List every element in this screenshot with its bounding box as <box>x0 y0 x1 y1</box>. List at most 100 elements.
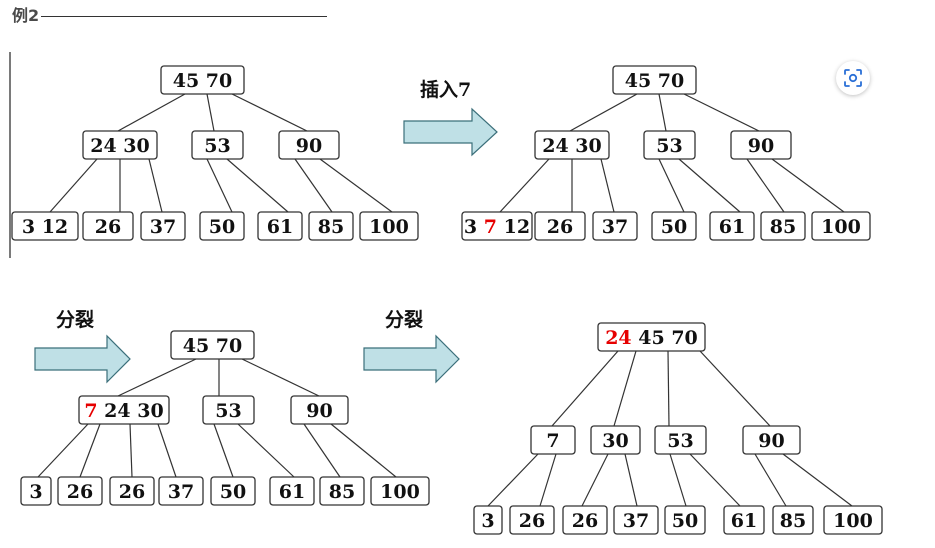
node-key: 85 <box>329 481 355 503</box>
tree-edge <box>294 158 333 213</box>
node-keys: 53 <box>656 135 682 157</box>
tree-edge <box>771 158 845 213</box>
btree-node: 90 <box>290 395 349 425</box>
node-keys: 90 <box>306 400 332 422</box>
btree-node: 53 <box>191 130 244 160</box>
btree-node: 30 <box>590 425 641 455</box>
tree-edge <box>782 453 853 507</box>
btree-node: 100 <box>823 505 883 535</box>
node-keys: 26 <box>519 510 545 532</box>
node-box <box>319 476 365 506</box>
node-key: 30 <box>131 400 164 422</box>
tree-edge <box>303 423 341 478</box>
tree-edge <box>669 453 687 507</box>
node-keys: 26 <box>119 481 145 503</box>
btree-node: 26 <box>509 505 555 535</box>
btree-node: 50 <box>199 211 245 241</box>
node-box <box>742 425 801 455</box>
node-keys: 26 <box>67 481 93 503</box>
tree-edge <box>658 158 685 213</box>
node-key: 45 <box>183 335 209 357</box>
node-box <box>760 211 806 241</box>
tree-edge <box>683 93 760 132</box>
node-box <box>20 476 52 506</box>
node-keys: 26 <box>572 510 598 532</box>
btree-node: 3 7 12 <box>461 211 533 241</box>
node-keys: 30 <box>602 430 628 452</box>
tree-edge <box>49 158 98 213</box>
node-box <box>257 211 303 241</box>
node-box <box>160 65 245 95</box>
node-key: 53 <box>656 135 682 157</box>
btree-node: 100 <box>811 211 871 241</box>
node-key: 50 <box>209 216 235 238</box>
node-keys: 100 <box>833 510 873 532</box>
btree-node: 90 <box>730 130 792 160</box>
node-box <box>202 395 255 425</box>
node-box <box>534 130 610 160</box>
split-arrow-2 <box>363 334 460 384</box>
node-box <box>562 505 608 535</box>
node-keys: 100 <box>821 216 861 238</box>
heading-text: 例2 <box>12 6 40 25</box>
node-box <box>82 130 158 160</box>
tree-edge <box>754 453 787 507</box>
node-keys: 85 <box>329 481 355 503</box>
node-key: 3 <box>22 216 35 238</box>
node-keys: 37 <box>602 216 628 238</box>
node-key: 26 <box>572 510 598 532</box>
node-box <box>811 211 871 241</box>
node-key: 90 <box>758 430 784 452</box>
btree-node: 45 70 <box>170 330 255 360</box>
node-key: 45 <box>625 70 651 92</box>
node-key: 37 <box>602 216 628 238</box>
btree-node: 45 70 <box>160 65 245 95</box>
node-key: 85 <box>770 216 796 238</box>
btree-node: 24 30 <box>534 130 610 160</box>
node-box <box>370 476 430 506</box>
btree-node: 26 <box>82 211 134 241</box>
btree-node: 37 <box>158 476 204 506</box>
tree-edge <box>330 423 397 478</box>
node-keys: 3 12 <box>22 216 68 238</box>
node-key: 3 <box>481 510 494 532</box>
tree-edge <box>117 93 186 132</box>
btree-node: 24 30 <box>82 130 158 160</box>
tree-edges <box>37 93 853 507</box>
node-box <box>57 476 103 506</box>
node-box <box>359 211 419 241</box>
node-keys: 50 <box>209 216 235 238</box>
node-keys: 100 <box>380 481 420 503</box>
visual-search-button[interactable] <box>836 61 870 95</box>
node-key: 37 <box>623 510 649 532</box>
split-label-1: 分裂 <box>56 309 94 331</box>
node-keys: 100 <box>369 216 409 238</box>
tree-edge <box>658 93 667 132</box>
btree-node: 85 <box>319 476 365 506</box>
node-keys: 53 <box>215 400 241 422</box>
node-key: 7 <box>546 430 559 452</box>
node-key: 85 <box>780 510 806 532</box>
node-key: 12 <box>497 216 530 238</box>
btree-node: 85 <box>308 211 354 241</box>
node-key: 3 <box>464 216 477 238</box>
node-keys: 45 70 <box>173 70 233 92</box>
node-keys: 61 <box>279 481 305 503</box>
btree-node: 37 <box>140 211 186 241</box>
node-keys: 7 <box>546 430 559 452</box>
node-key: 37 <box>150 216 176 238</box>
tree-edge <box>237 423 295 478</box>
node-box <box>210 476 256 506</box>
node-keys: 85 <box>770 216 796 238</box>
node-keys: 90 <box>758 430 784 452</box>
node-box <box>654 425 707 455</box>
node-keys: 45 70 <box>625 70 685 92</box>
node-key: 50 <box>661 216 687 238</box>
btree-node: 26 <box>109 476 155 506</box>
btree-node: 90 <box>742 425 801 455</box>
node-key: 100 <box>369 216 409 238</box>
tree-edge <box>226 158 289 213</box>
node-key: 61 <box>267 216 293 238</box>
